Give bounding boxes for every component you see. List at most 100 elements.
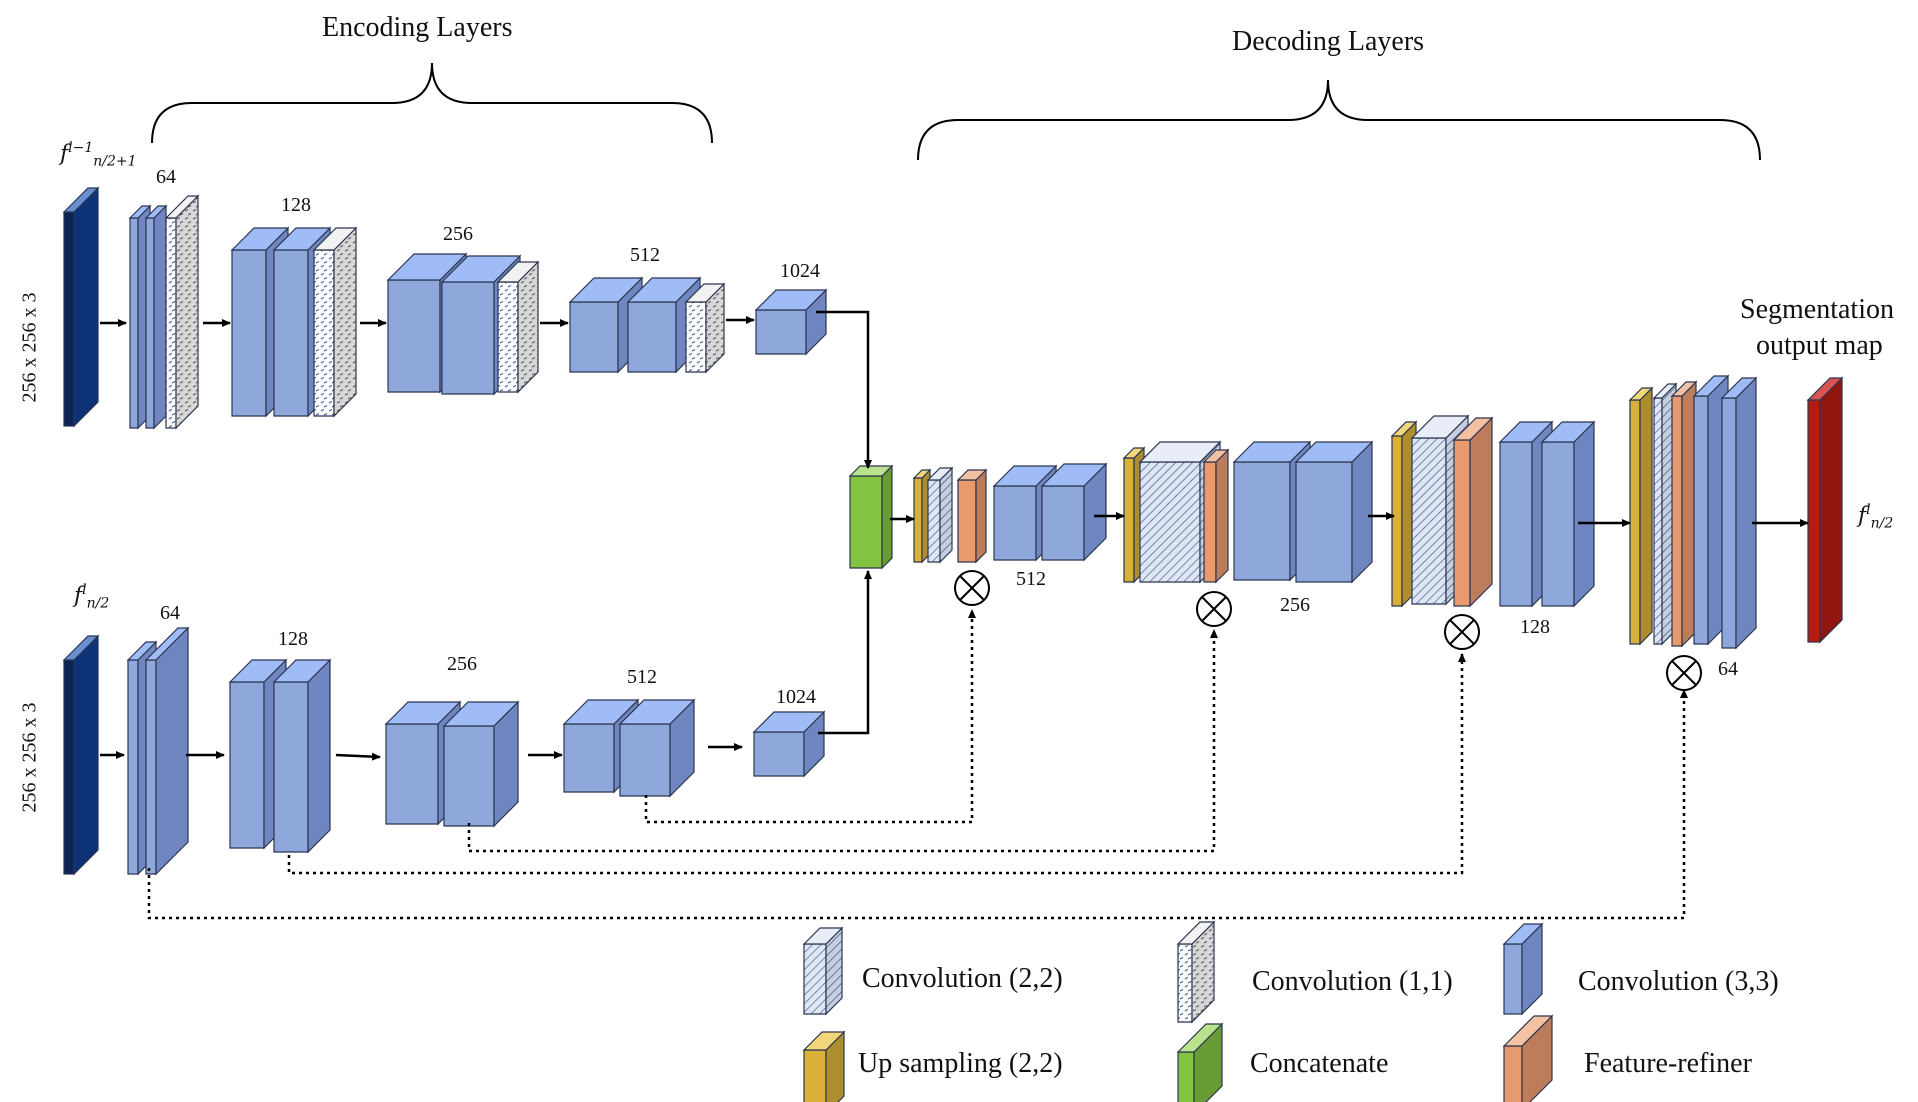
enc-top-128-a-top (230, 227, 290, 251)
enc-top-64-b-side (153, 204, 167, 430)
enc-top-64-c-front (165, 217, 177, 429)
enc-bot-128-a-front (229, 681, 265, 849)
dec2-conv33-a-front (1233, 461, 1291, 581)
enc-top-64-c-side (175, 194, 199, 430)
enc-bottom-label-64: 64 (160, 602, 180, 624)
dec1-conv33-a-front (993, 485, 1037, 561)
input-bottom-top (62, 635, 100, 661)
enc-top-128-c-front (313, 249, 335, 417)
dec3-conv33-a-front (1499, 441, 1533, 607)
enc-top-256-c-top (496, 261, 540, 283)
dec2-conv22-front (1139, 461, 1201, 583)
enc-bot-128-b-top (272, 659, 332, 683)
dec1-conv22-top (926, 467, 954, 481)
dec3-ref-top (1452, 417, 1494, 441)
concat-block-top (848, 465, 894, 477)
enc-bot-512-a-front (563, 723, 615, 793)
enc-top-256-c-side (517, 260, 539, 394)
dec1-ref-side (975, 468, 987, 564)
dec1-conv33-b-front (1041, 485, 1085, 561)
dec4-up-side (1639, 386, 1653, 646)
enc-bottom-label-512: 512 (627, 666, 657, 688)
concat-block-front (849, 475, 883, 569)
dec4-up-top (1628, 387, 1654, 401)
dec1-ref-front (957, 479, 977, 563)
legend-icon-conv11-top (1176, 921, 1216, 945)
legend-label-refiner: Feature-refiner (1584, 1048, 1752, 1079)
multiply-nodes (954, 570, 1702, 691)
enc-top-256-a-top (386, 253, 468, 281)
legend-icon-refiner-top (1502, 1015, 1554, 1047)
enc-top-128-b-top (272, 227, 332, 251)
enc-bot-512-b-top (618, 699, 696, 725)
dec3-conv33-b-front (1541, 441, 1575, 607)
enc-bot-64-a-top (126, 641, 158, 661)
multiply-icon-3 (1444, 614, 1480, 650)
enc-bot-256-a-front (385, 723, 439, 825)
top-input-size: 256 x 256 x 3 (18, 292, 41, 403)
enc-bot-128-a-top (228, 659, 288, 683)
dec2-ref-front (1203, 461, 1217, 583)
enc-bot-1024-front (753, 731, 805, 777)
dec3-conv33-a-top (1498, 421, 1554, 443)
output-symbol: fln/2 (1858, 502, 1894, 532)
legend-icon-conv22-front (803, 943, 827, 1015)
enc-bot-64-b-side (155, 626, 189, 876)
output-map-top (1806, 377, 1844, 401)
dec1-conv22-side (939, 466, 953, 564)
encoding-layers-title: Encoding Layers (322, 12, 513, 43)
enc-top-64-b-top (144, 205, 168, 219)
enc-bottom-label-128: 128 (278, 628, 308, 650)
encoding-brace (151, 62, 713, 144)
enc-bot-1024-top (752, 711, 826, 733)
skip-connections (147, 609, 1688, 920)
input-top-top (62, 187, 100, 213)
dec1-conv22-front (927, 479, 941, 563)
input-bottom-side (73, 634, 99, 876)
enc-top-64-b-front (145, 217, 155, 429)
legend-icon-conv11-front (1177, 943, 1193, 1023)
input-top-front (63, 211, 75, 427)
legend-label-conv11: Convolution (1,1) (1252, 966, 1453, 997)
enc-top-label-64: 64 (156, 166, 176, 188)
enc-top-512-a-top (568, 277, 644, 303)
legend-icon-concatenate-front (1177, 1051, 1195, 1102)
legend-icon-refiner-front (1503, 1045, 1523, 1102)
enc-bot-256-b-top (442, 701, 520, 727)
dec2-conv33-b-front (1295, 461, 1353, 583)
output-map-front (1807, 399, 1821, 643)
dec4-conv22-front (1653, 397, 1663, 645)
dec-label-64: 64 (1718, 658, 1738, 680)
dec1-conv33-a-top (992, 465, 1058, 487)
enc-top-256-c-front (497, 281, 519, 393)
enc-top-64-a-front (129, 217, 139, 429)
enc-top-label-1024: 1024 (780, 260, 820, 282)
enc-top-label-256: 256 (443, 223, 473, 245)
enc-top-256-b-front (441, 281, 495, 395)
dec1-conv33-b-top (1040, 463, 1108, 487)
enc-bot-128-b-side (307, 658, 331, 854)
dec1-up-front (913, 477, 923, 563)
output-title-line1: Segmentation (1740, 294, 1894, 325)
enc-top-128-a-front (231, 249, 267, 417)
dec2-conv33-a-top (1232, 441, 1312, 463)
output-map-side (1819, 376, 1843, 644)
legend-icon-conv22-top (802, 927, 844, 945)
input-bottom-front (63, 659, 75, 875)
enc-bot-512-b-front (619, 723, 671, 797)
enc-bot-256-a-top (384, 701, 462, 725)
enc-bottom-label-1024: 1024 (776, 686, 816, 708)
bottom-row-arrows (100, 570, 872, 761)
multiply-icon-2 (1196, 591, 1232, 627)
enc-top-1024-top (754, 289, 828, 311)
enc-top-256-b-top (440, 255, 522, 283)
dec3-ref-front (1453, 439, 1471, 607)
legend-label-concatenate: Concatenate (1250, 1048, 1389, 1079)
dec3-up-top (1390, 421, 1418, 437)
dec4-conv22-top (1652, 383, 1678, 399)
dec-label-512: 512 (1016, 568, 1046, 590)
dec4-conv33-b-front (1721, 397, 1737, 649)
output-title-line2: output map (1756, 330, 1883, 361)
dec4-ref-top (1670, 381, 1698, 397)
